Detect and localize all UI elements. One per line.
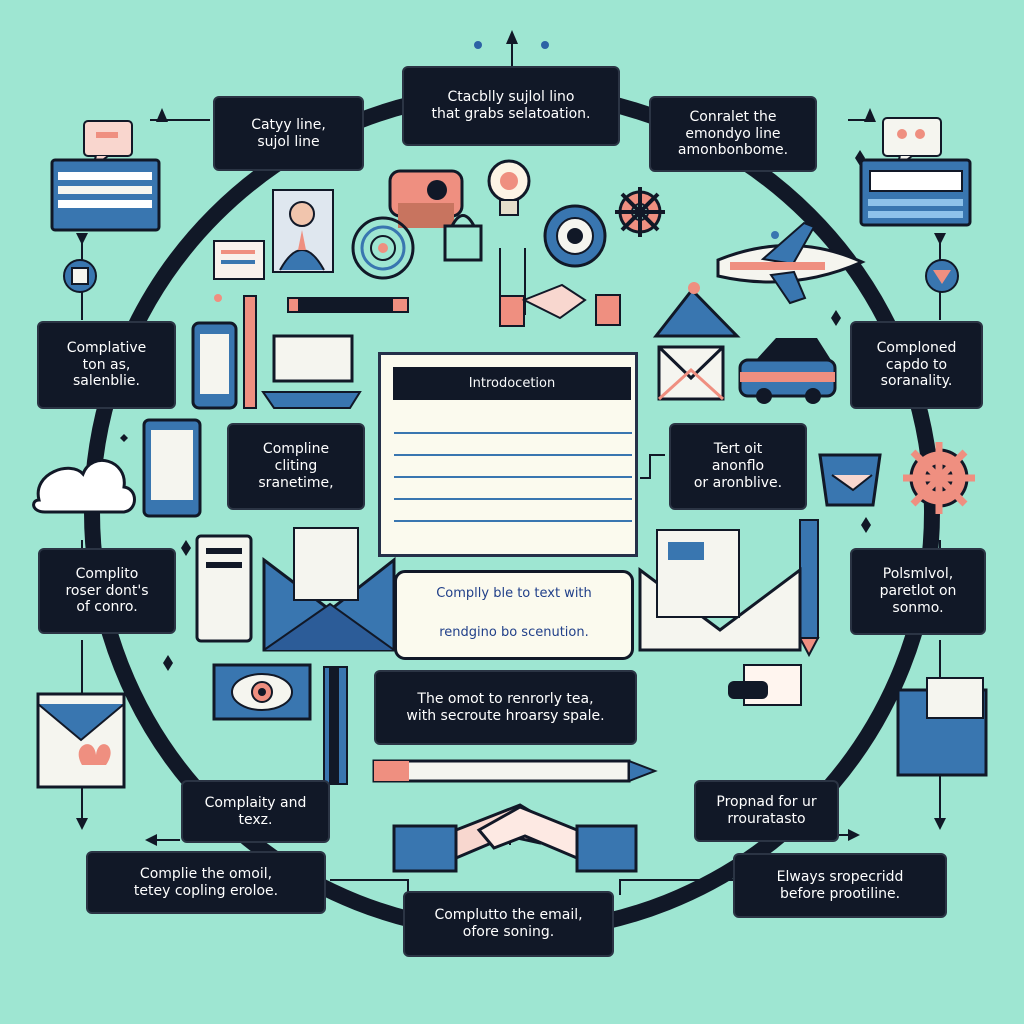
document-icon <box>195 534 253 643</box>
accent-dot <box>771 231 779 239</box>
envelope-icon <box>262 527 396 652</box>
eye-icon <box>212 663 312 721</box>
center-document-line <box>394 520 632 522</box>
step-box-right-mid: Tert oit anonflo or aronblive. <box>669 423 807 510</box>
step-box-left-upper: Complative ton as, salenblie. <box>37 321 176 409</box>
connector-arrows <box>76 30 946 846</box>
step-box-bottom-right: Elways sropecridd before prootiline. <box>733 853 947 918</box>
accent-dot <box>541 41 549 49</box>
envelope-icon <box>896 677 988 777</box>
gear-icon <box>615 187 665 237</box>
handshake-icon <box>499 283 621 327</box>
accent-dot <box>474 41 482 49</box>
envelope-icon <box>657 345 725 401</box>
folder-icon <box>818 453 882 507</box>
center-document-line <box>394 454 632 456</box>
step-box-top-left: Catyy line, sujol line <box>213 96 364 171</box>
attachment-icon <box>63 259 97 293</box>
center-document-title: Introdocetion <box>393 367 631 400</box>
pen-icon <box>243 295 257 409</box>
envelope-icon <box>36 692 126 789</box>
center-document-line <box>394 498 632 500</box>
mountain-icon <box>652 282 741 338</box>
step-box-bottom-left-mid: Complaity and texz. <box>181 780 330 843</box>
step-box-bottom-left: Complie the omoil, tetey copling eroloe. <box>86 851 326 914</box>
download-icon <box>925 259 959 293</box>
pen-icon <box>323 666 348 785</box>
message-card-icon <box>50 158 161 232</box>
accent-dot <box>214 294 222 302</box>
note-card-icon <box>728 664 802 706</box>
target-icon <box>543 204 607 268</box>
step-box-top-center: Ctacblly sujlol lino that grabs selatoat… <box>402 66 620 146</box>
handshake-icon <box>392 803 638 873</box>
step-box-left-lower: Complito roser dont's of conro. <box>38 548 176 634</box>
center-document-line <box>394 476 632 478</box>
lock-icon <box>443 214 483 262</box>
airplane-icon <box>716 221 866 305</box>
laptop-icon <box>261 334 362 409</box>
envelope-icon <box>638 529 802 652</box>
eraser-pen-icon <box>287 297 409 313</box>
step-box-bottom-center: Complutto the email, ofore soning. <box>403 891 614 957</box>
sparkle-icons <box>120 150 880 713</box>
message-card-icon <box>859 158 972 227</box>
step-box-right-upper: Comploned capdo to soranality. <box>850 321 983 409</box>
car-icon <box>738 338 837 404</box>
bubble-line-two: rendgino bo scenution. <box>439 625 589 640</box>
light-bulb-icon <box>487 159 531 216</box>
bubble-line-one: Complly ble to text with <box>436 586 592 601</box>
pen-icon <box>798 519 820 658</box>
document-icon <box>213 240 265 280</box>
step-box-top-right: Conralet the emondyo line amonbonbome. <box>649 96 817 172</box>
center-text-bubble: Complly ble to text with rendgino bo sce… <box>394 570 634 660</box>
step-box-right-lower: Polsmlvol, paretlot on sonmo. <box>850 548 986 635</box>
document-icon <box>142 418 202 518</box>
person-icon <box>272 189 334 273</box>
fingerprint-icon <box>351 216 415 280</box>
phone-icon <box>191 321 238 410</box>
step-box-left-mid: Compline cliting sranetime, <box>227 423 365 510</box>
camera-icon <box>388 169 464 228</box>
center-document-line <box>394 432 632 434</box>
center-caption-box: The omot to renrorly tea, with secroute … <box>374 670 637 745</box>
step-box-bottom-right-mid: Propnad for ur rrouratasto <box>694 780 839 842</box>
pen-icon <box>372 759 658 783</box>
cloud-icon <box>32 458 136 514</box>
gear-icon <box>903 442 975 514</box>
